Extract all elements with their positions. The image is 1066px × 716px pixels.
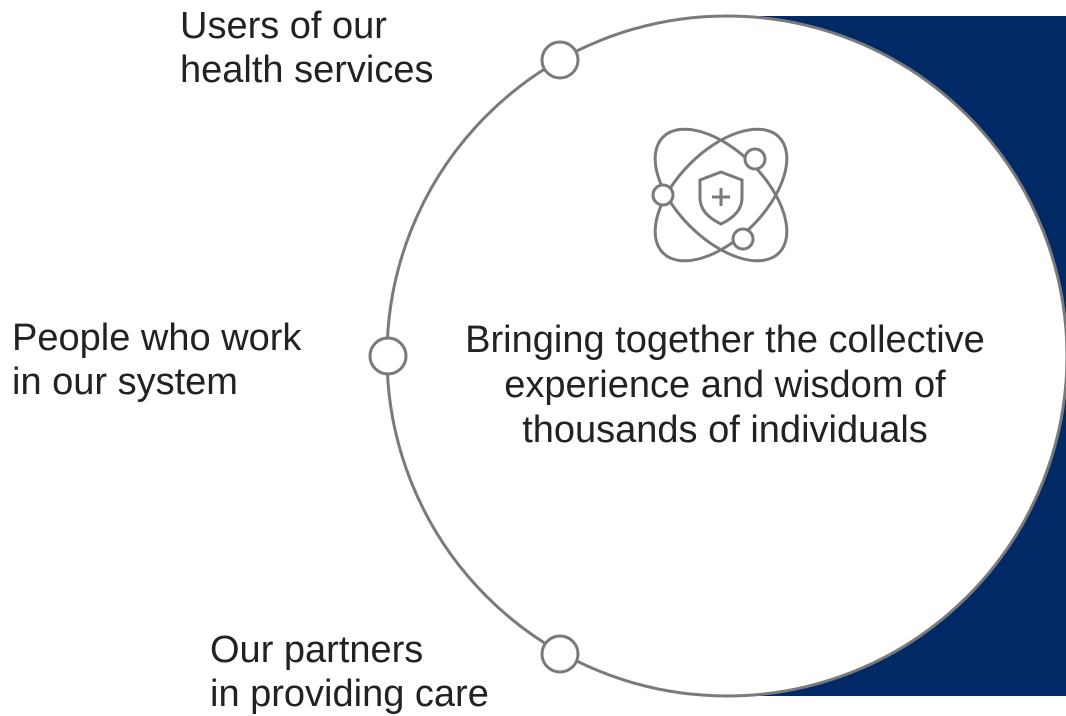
label-bottom-line-1: Our partners (210, 629, 424, 671)
center-statement: Bringing together the collective experie… (410, 318, 1040, 453)
center-line-2: experience and wisdom of (504, 364, 946, 406)
atom-shield-plus-icon (651, 127, 789, 263)
label-our-partners: Our partners in providing care (210, 628, 489, 716)
center-line-3: thousands of individuals (522, 409, 928, 451)
label-bottom-line-2: in providing care (210, 673, 489, 715)
label-top-line-1: Users of our (180, 5, 387, 47)
node-top (540, 40, 580, 80)
label-middle-line-1: People who work (12, 317, 302, 359)
center-line-1: Bringing together the collective (465, 319, 985, 361)
node-middle (368, 336, 408, 376)
label-users-of-health-services: Users of our health services (180, 4, 433, 92)
label-top-line-2: health services (180, 49, 434, 91)
label-middle-line-2: in our system (12, 361, 238, 403)
label-people-who-work: People who work in our system (12, 316, 301, 404)
node-bottom (540, 634, 580, 674)
